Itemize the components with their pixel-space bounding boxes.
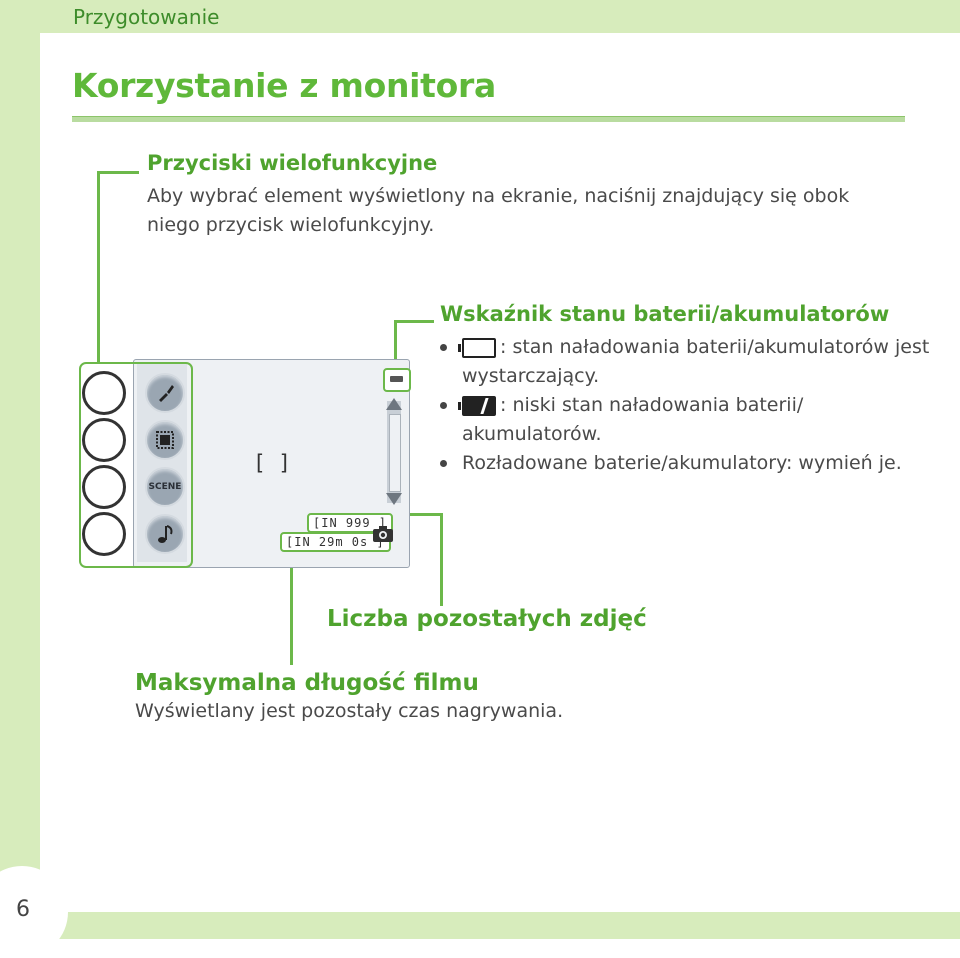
list-item: : niski stan naładowania baterii/ akumul…: [440, 391, 940, 449]
battery-full-icon: [458, 338, 498, 358]
bullet-icon: [440, 344, 447, 351]
slider-down-arrow-icon[interactable]: [386, 493, 402, 505]
callout-line: [97, 171, 100, 362]
brush-icon[interactable]: [145, 373, 185, 413]
camera-icon: [370, 522, 396, 546]
battery-full-text: : stan naładowania baterii/akumulatorów …: [462, 336, 930, 387]
bullet-icon: [440, 402, 447, 409]
callout-line: [97, 171, 139, 174]
multifunction-button-3[interactable]: [82, 465, 126, 509]
movie-length-heading: Maksymalna długość filmu: [135, 670, 479, 696]
multifunction-button-1[interactable]: [82, 371, 126, 415]
battery-indicator-icon: [383, 368, 411, 392]
multifunction-button-4[interactable]: [82, 512, 126, 556]
multifunction-button-group: [79, 362, 193, 568]
battery-low-text: : niski stan naładowania baterii/ akumul…: [462, 394, 804, 445]
callout-line: [394, 320, 434, 323]
list-item: Rozładowane baterie/akumulatory: wymień …: [440, 449, 940, 478]
music-note-icon[interactable]: [145, 514, 185, 554]
multifunction-description: Aby wybrać element wyświetlony na ekrani…: [147, 185, 850, 236]
battery-heading: Wskaźnik stanu baterii/akumulatorów: [440, 302, 890, 326]
movie-length-description: Wyświetlany jest pozostały czas nagrywan…: [135, 700, 564, 722]
page-title: Korzystanie z monitora: [72, 66, 496, 105]
frame-icon[interactable]: [145, 420, 185, 460]
left-margin-band: [0, 33, 40, 939]
callout-line: [440, 513, 443, 606]
callout-line: [290, 552, 293, 665]
title-divider: [72, 116, 905, 122]
list-item: : stan naładowania baterii/akumulatorów …: [440, 333, 940, 391]
battery-empty-text: Rozładowane baterie/akumulatory: wymień …: [462, 452, 902, 474]
bullet-icon: [440, 460, 447, 467]
movie-length-counter: [IN 29m 0s ]: [280, 532, 391, 552]
slider-up-arrow-icon[interactable]: [386, 398, 402, 410]
page-number: 6: [16, 897, 30, 922]
zoom-slider-thumb[interactable]: [389, 414, 401, 492]
focus-bracket: [ ]: [253, 451, 291, 475]
scene-icon[interactable]: SCENE: [145, 467, 185, 507]
multifunction-button-2[interactable]: [82, 418, 126, 462]
callout-line: [394, 320, 397, 369]
scene-label: SCENE: [148, 482, 182, 492]
footer-band: [40, 912, 960, 939]
battery-list: : stan naładowania baterii/akumulatorów …: [440, 333, 940, 478]
photos-remaining-heading: Liczba pozostałych zdjęć: [327, 606, 647, 632]
multifunction-heading: Przyciski wielofunkcyjne: [147, 151, 438, 175]
section-label: Przygotowanie: [73, 5, 220, 29]
header-band: [0, 0, 960, 33]
battery-low-icon: [458, 396, 498, 416]
